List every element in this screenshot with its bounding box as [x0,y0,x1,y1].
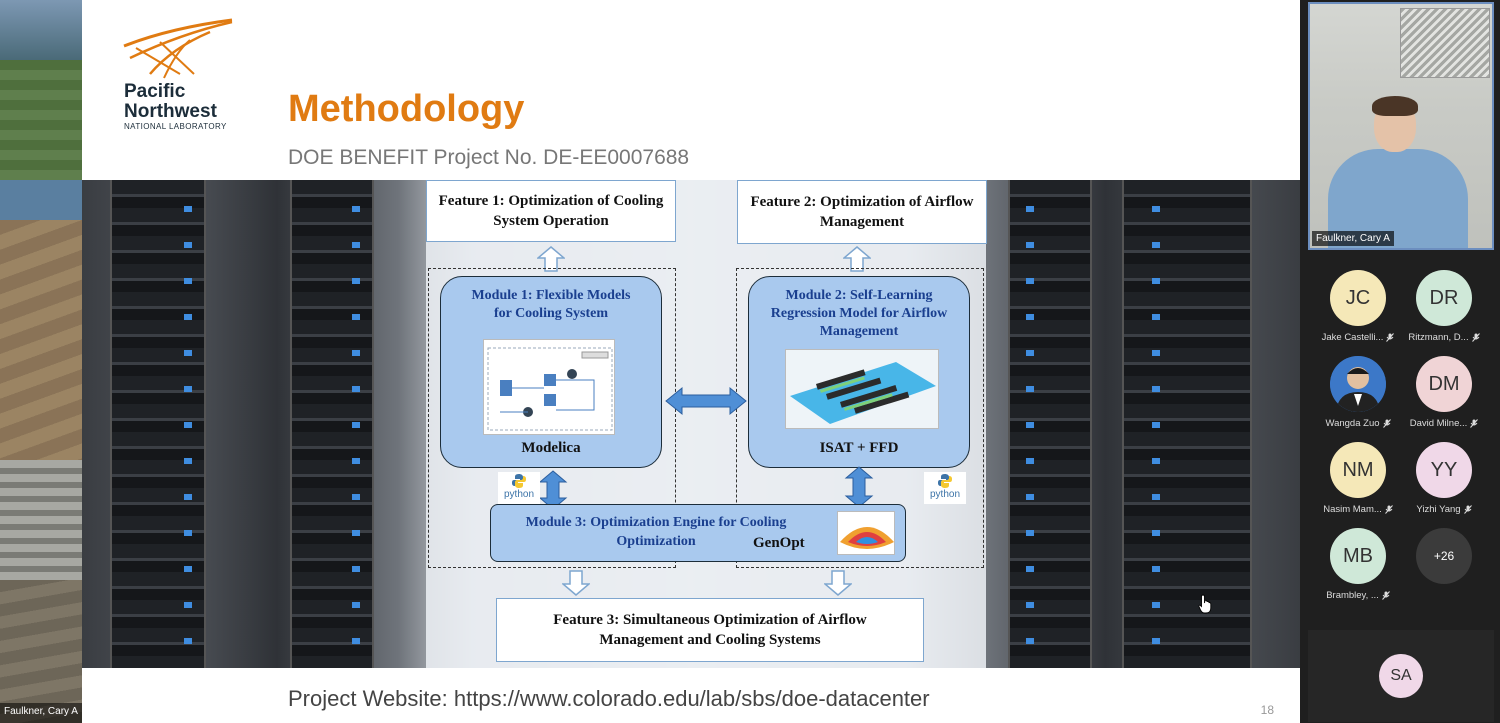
mic-muted-icon [1470,419,1479,428]
feature-2-box: Feature 2: Optimization of Airflow Manag… [737,180,987,244]
more-participants-tile[interactable]: +26 [1400,528,1488,584]
avatar-initials: YY [1430,458,1458,481]
mic-muted-icon [1386,333,1395,342]
avatar: MB [1330,528,1386,584]
slide-title: Methodology [288,88,525,130]
participant-name-row: Wangda Zuo [1314,418,1402,429]
avatar: JC [1330,270,1386,326]
avatar-initials: MB [1343,544,1373,567]
participant-tile[interactable]: Wangda Zuo [1314,356,1402,429]
module-3-tool: GenOpt [753,535,805,551]
participant-name: Wangda Zuo [1325,418,1380,429]
arrow-up-icon [537,246,565,272]
surface-plot-icon [840,527,894,549]
module-1-title: Module 1: Flexible Models for Cooling Sy… [471,288,631,321]
avatar: DM [1416,356,1472,412]
slide-subtitle: DOE BENEFIT Project No. DE-EE0007688 [288,146,690,169]
participants-panel: Faulkner, Cary A JC Jake Castelli... DR … [1300,0,1500,723]
presentation-slide: Pacific Northwest NATIONAL LABORATORY Me… [82,0,1300,723]
person-photo-icon [1330,356,1386,412]
avatar-photo [1330,356,1386,412]
python-logo: python [924,472,966,504]
vertical-double-arrow-icon [844,466,874,508]
participant-name-row: Nasim Mam... [1314,504,1402,515]
mic-muted-icon [1463,505,1472,514]
logo-text-pacific: Pacific [124,81,186,102]
speaker-hair [1372,96,1418,116]
methodology-diagram: Feature 1: Optimization of Cooling Syste… [426,180,987,668]
module-3-box: Module 3: Optimization Engine for Coolin… [490,504,906,562]
python-icon [938,474,952,488]
pnnl-logo-icon [123,18,233,79]
logo-text-northwest: Northwest [124,101,217,122]
hand-cursor-icon [1198,594,1212,614]
python-icon [512,474,526,488]
avatar: YY [1416,442,1472,498]
presenter-name-label: Faulkner, Cary A [0,703,82,723]
participant-name: David Milne... [1409,418,1468,429]
participant-name-row: Yizhi Yang [1400,504,1488,515]
participant-name: Jake Castelli... [1321,332,1384,343]
arrow-down-icon [562,570,590,596]
feature-1-box: Feature 1: Optimization of Cooling Syste… [426,180,676,242]
genopt-surface-image [837,511,895,555]
airflow-render-icon [790,362,936,424]
mic-muted-icon [1384,505,1393,514]
avatar-initials: SA [1390,667,1412,684]
airflow-simulation-image [785,349,939,429]
schematic-icon [487,347,613,431]
participant-name-row: Brambley, ... [1314,590,1402,601]
mic-muted-icon [1382,419,1391,428]
more-participants-button[interactable]: +26 [1416,528,1472,584]
avatar: DR [1416,270,1472,326]
participant-name: Brambley, ... [1326,590,1379,601]
self-avatar: SA [1379,654,1423,698]
module-1-tool: Modelica [521,440,581,456]
participant-tile[interactable]: DR Ritzmann, D... [1400,270,1488,343]
double-arrow-icon [665,386,747,416]
participant-name-row: David Milne... [1400,418,1488,429]
ceiling-vent [1400,8,1490,78]
arrow-up-icon [843,246,871,272]
feature-1-dashed-group [428,268,676,568]
participant-name-row: Jake Castelli... [1314,332,1402,343]
participant-name: Ritzmann, D... [1408,332,1469,343]
slide-number: 18 [1260,703,1274,717]
module-3-title: Module 3: Optimization Engine for Coolin… [525,515,787,549]
participant-tile[interactable]: NM Nasim Mam... [1314,442,1402,515]
cooling-system-schematic [483,339,615,435]
avatar-initials: JC [1345,286,1371,309]
participant-tile[interactable]: YY Yizhi Yang [1400,442,1488,515]
arrow-down-icon [824,570,852,596]
logo-text-national-laboratory: NATIONAL LABORATORY [124,122,227,131]
avatar-initials: NM [1342,458,1374,481]
python-label: python [929,489,961,500]
avatar-initials: DM [1428,372,1460,395]
feature-3-box: Feature 3: Simultaneous Optimization of … [496,598,924,662]
participant-tile[interactable]: DM David Milne... [1400,356,1488,429]
participant-tile[interactable]: JC Jake Castelli... [1314,270,1402,343]
participant-name: Nasim Mam... [1323,504,1382,515]
participant-name: Yizhi Yang [1416,504,1461,515]
project-website: Project Website: https://www.colorado.ed… [288,686,930,711]
mic-muted-icon [1381,591,1390,600]
pnnl-logo: Pacific Northwest NATIONAL LABORATORY [120,18,240,131]
feature-2-dashed-group [736,268,984,568]
video-tile-name: Faulkner, Cary A [1312,231,1394,246]
participant-tile[interactable]: MB Brambley, ... [1314,528,1402,601]
module-2-tool: ISAT + FFD [819,440,899,456]
mic-muted-icon [1471,333,1480,342]
module-2-box: Module 2: Self-Learning Regression Model… [748,276,970,468]
self-view-tile[interactable]: SA [1308,630,1494,722]
avatar: NM [1330,442,1386,498]
python-logo: python [498,472,540,504]
python-label: python [503,489,535,500]
participant-name-row: Ritzmann, D... [1400,332,1488,343]
avatar-initials: DR [1429,286,1459,309]
module-1-box: Module 1: Flexible Models for Cooling Sy… [440,276,662,468]
active-speaker-video[interactable]: Faulkner, Cary A [1308,2,1494,250]
shared-screen-edge: Faulkner, Cary A [0,0,82,723]
module-2-title: Module 2: Self-Learning Regression Model… [770,288,948,339]
